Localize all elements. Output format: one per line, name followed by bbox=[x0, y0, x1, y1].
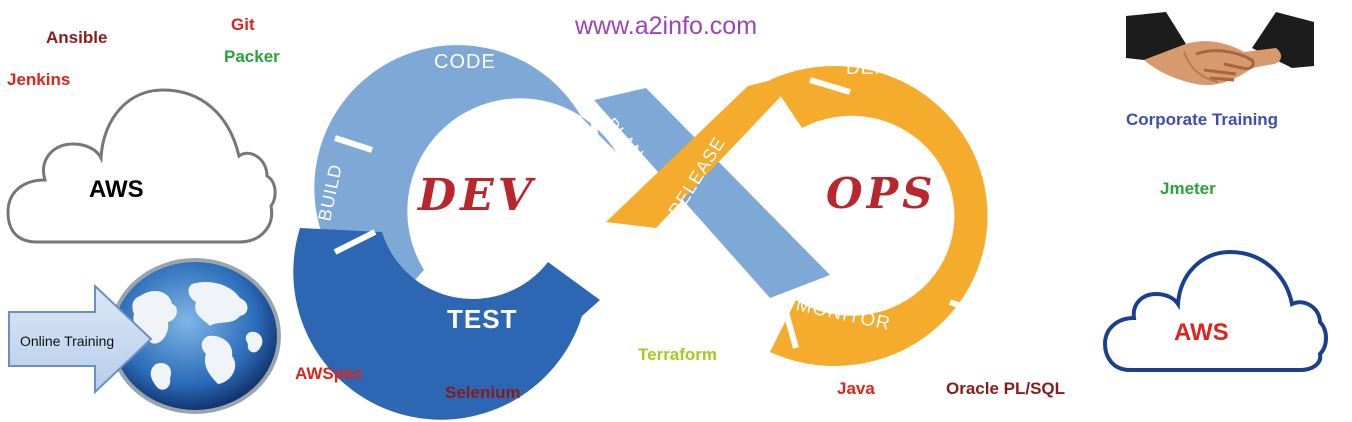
corporate-training-label[interactable]: Corporate Training bbox=[1126, 110, 1279, 129]
aws-cloud-right-label: AWS bbox=[1174, 319, 1229, 346]
release-band bbox=[606, 72, 804, 228]
handshake-icon bbox=[1126, 12, 1314, 86]
tool-terraform: Terraform bbox=[638, 345, 718, 364]
tool-ansible: Ansible bbox=[46, 28, 108, 47]
tool-git: Git bbox=[231, 15, 255, 34]
tool-jmeter: Jmeter bbox=[1160, 179, 1216, 198]
aws-cloud-left-label: AWS bbox=[89, 176, 144, 203]
test-band bbox=[293, 228, 600, 420]
segment-test-label: TEST bbox=[447, 304, 517, 334]
segment-code-label: CODE bbox=[434, 51, 496, 73]
online-training-label[interactable]: Online Training bbox=[20, 333, 115, 349]
ops-ring bbox=[770, 66, 988, 366]
tool-java: Java bbox=[837, 379, 875, 398]
tool-selenium: Selenium bbox=[445, 383, 521, 402]
aws-cloud-left-icon bbox=[6, 88, 277, 244]
online-training-arrow-icon bbox=[8, 284, 153, 394]
dev-ring-light bbox=[314, 45, 616, 312]
tool-jenkins: Jenkins bbox=[7, 70, 71, 89]
ops-script-text: OPS bbox=[826, 169, 937, 218]
tool-awspec: AWSpec bbox=[295, 364, 364, 383]
segment-operate-label: OPERATE bbox=[1054, 185, 1093, 279]
aws-cloud-right-icon bbox=[1102, 249, 1328, 372]
segment-deploy-label: DEPLOY bbox=[846, 58, 929, 79]
tool-packer: Packer bbox=[224, 47, 280, 66]
plan-band bbox=[594, 88, 830, 298]
dev-script-text: DEV bbox=[416, 170, 536, 221]
globe-icon bbox=[109, 258, 281, 414]
site-url[interactable]: www.a2info.com bbox=[575, 12, 758, 40]
tool-oracle: Oracle PL/SQL bbox=[946, 379, 1066, 398]
